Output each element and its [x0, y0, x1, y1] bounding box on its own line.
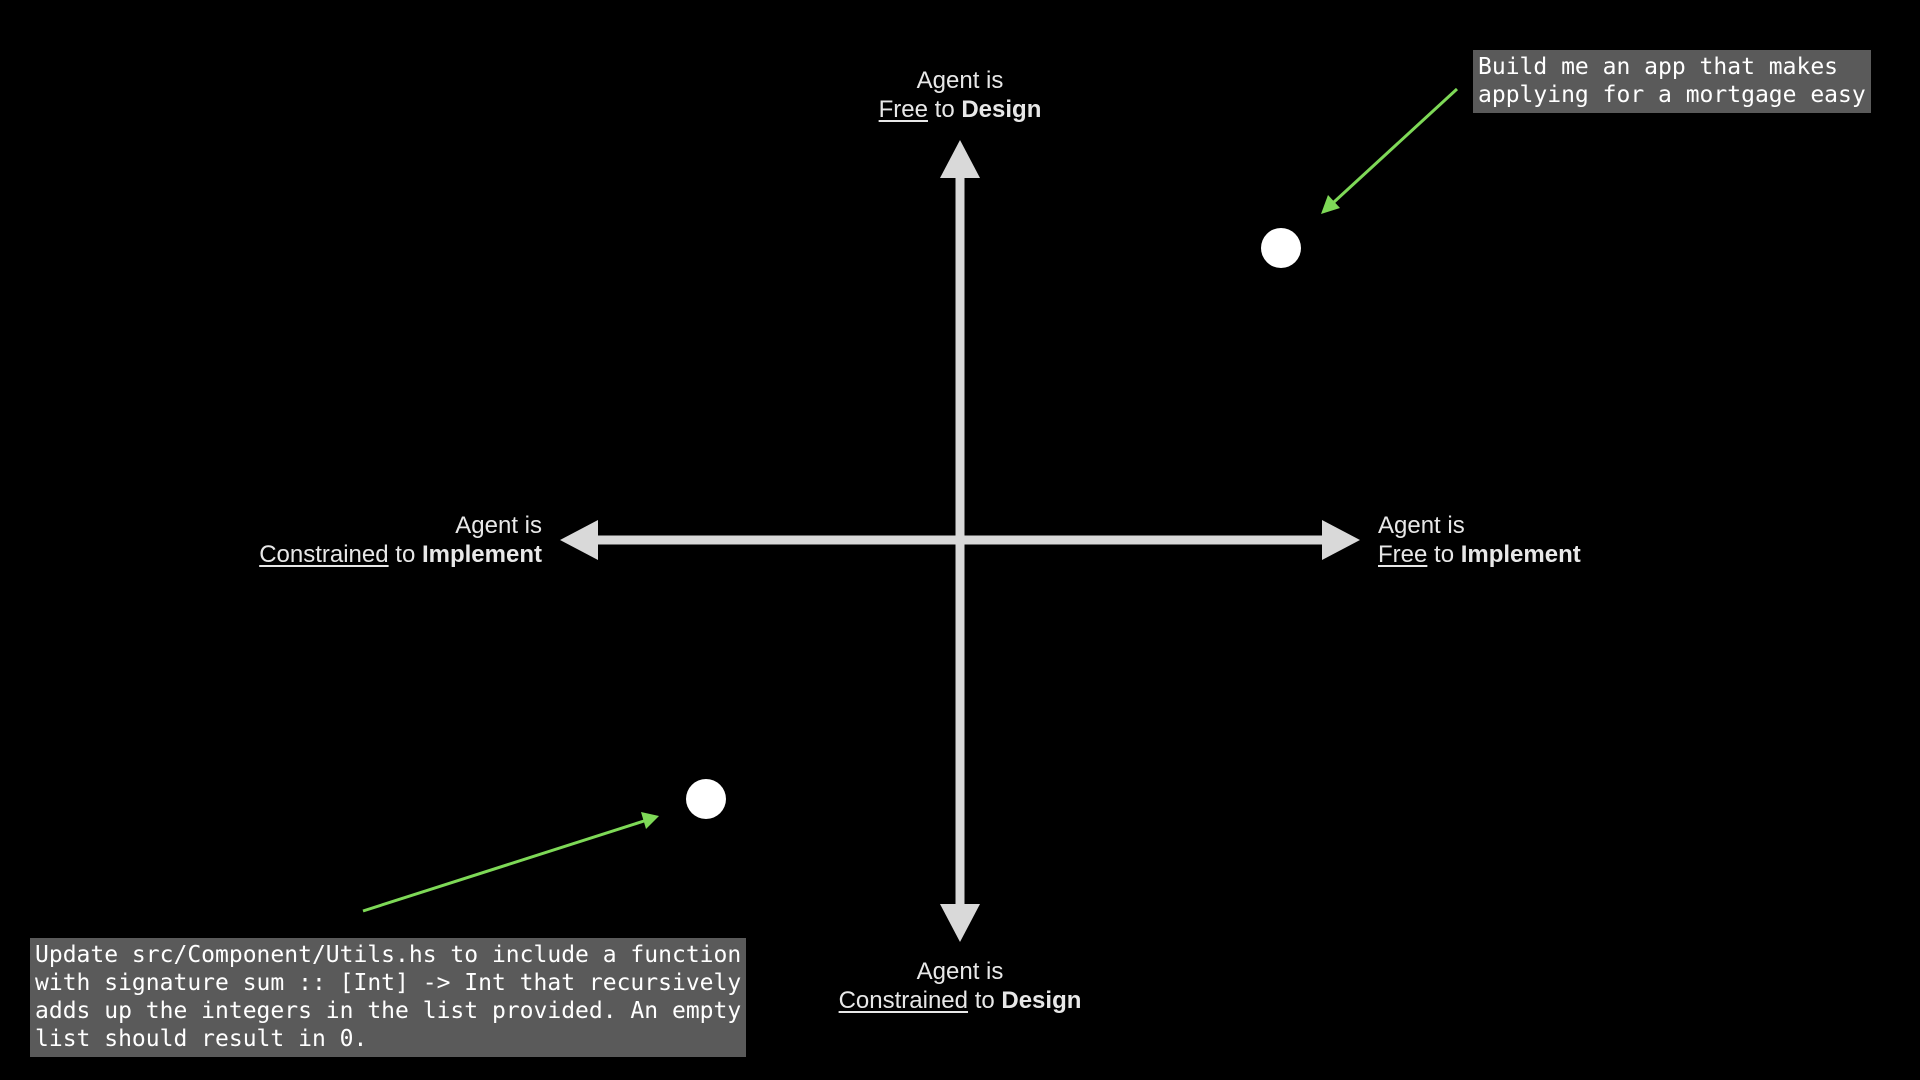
- axis-arrowhead-right: [1322, 520, 1360, 560]
- pointer-arrow-top-right-head: [1321, 195, 1340, 214]
- axis-label-right-connector: to: [1434, 541, 1455, 568]
- axis-arrowhead-left: [560, 520, 598, 560]
- pointer-arrow-bottom-left-head: [641, 812, 659, 829]
- axis-label-right-dimension: Implement: [1460, 541, 1581, 568]
- axis-label-top: Agent is Free to Design: [760, 66, 1160, 124]
- axis-label-right-qualifier: Free: [1378, 541, 1428, 568]
- axis-label-left-connector: to: [395, 541, 416, 568]
- axis-label-left: Agent is Constrained to Implement: [140, 511, 542, 569]
- axis-label-bottom-line1: Agent is: [916, 958, 1004, 985]
- axis-label-left-qualifier: Constrained: [259, 541, 389, 568]
- axis-label-bottom-line2: Constrained to Design: [760, 986, 1160, 1015]
- axis-label-top-line1: Agent is: [916, 67, 1004, 94]
- axis-arrowhead-down: [940, 904, 980, 942]
- example-prompt-bottom-left-line: with signature sum :: [Int] -> Int that …: [35, 970, 742, 996]
- axis-label-top-qualifier: Free: [878, 96, 928, 123]
- example-prompt-top-right-line: applying for a mortgage easy: [1478, 82, 1866, 108]
- axis-arrowhead-up: [940, 140, 980, 178]
- axis-label-bottom-qualifier: Constrained: [838, 987, 969, 1014]
- axis-label-bottom: Agent is Constrained to Design: [760, 957, 1160, 1015]
- axis-label-left-line2: Constrained to Implement: [140, 540, 542, 569]
- example-prompt-top-right-line: Build me an app that makes: [1478, 54, 1839, 80]
- example-prompt-bottom-left-line: list should result in 0.: [35, 1026, 368, 1052]
- axis-label-right: Agent is Free to Implement: [1378, 511, 1581, 569]
- example-prompt-bottom-left: Update src/Component/Utils.hs to include…: [30, 938, 747, 1057]
- example-point-bottom-left: [686, 779, 726, 819]
- example-prompt-bottom-left-line: Update src/Component/Utils.hs to include…: [35, 942, 742, 968]
- axis-label-top-dimension: Design: [961, 96, 1042, 123]
- axis-label-left-line1: Agent is: [455, 512, 542, 539]
- axis-label-bottom-dimension: Design: [1001, 987, 1082, 1014]
- axis-label-top-connector: to: [934, 96, 955, 123]
- axis-label-right-line2: Free to Implement: [1378, 540, 1581, 569]
- axis-label-left-dimension: Implement: [421, 541, 542, 568]
- axis-label-right-line1: Agent is: [1378, 512, 1465, 539]
- example-prompt-top-right: Build me an app that makes applying for …: [1473, 50, 1871, 113]
- axis-label-top-line2: Free to Design: [760, 95, 1160, 124]
- example-prompt-bottom-left-line: adds up the integers in the list provide…: [35, 998, 742, 1024]
- pointer-arrow-bottom-left-shaft: [362, 819, 645, 913]
- example-point-top-right: [1261, 228, 1301, 268]
- axis-label-bottom-connector: to: [974, 987, 995, 1014]
- pointer-arrow-top-right-shaft: [1332, 87, 1459, 204]
